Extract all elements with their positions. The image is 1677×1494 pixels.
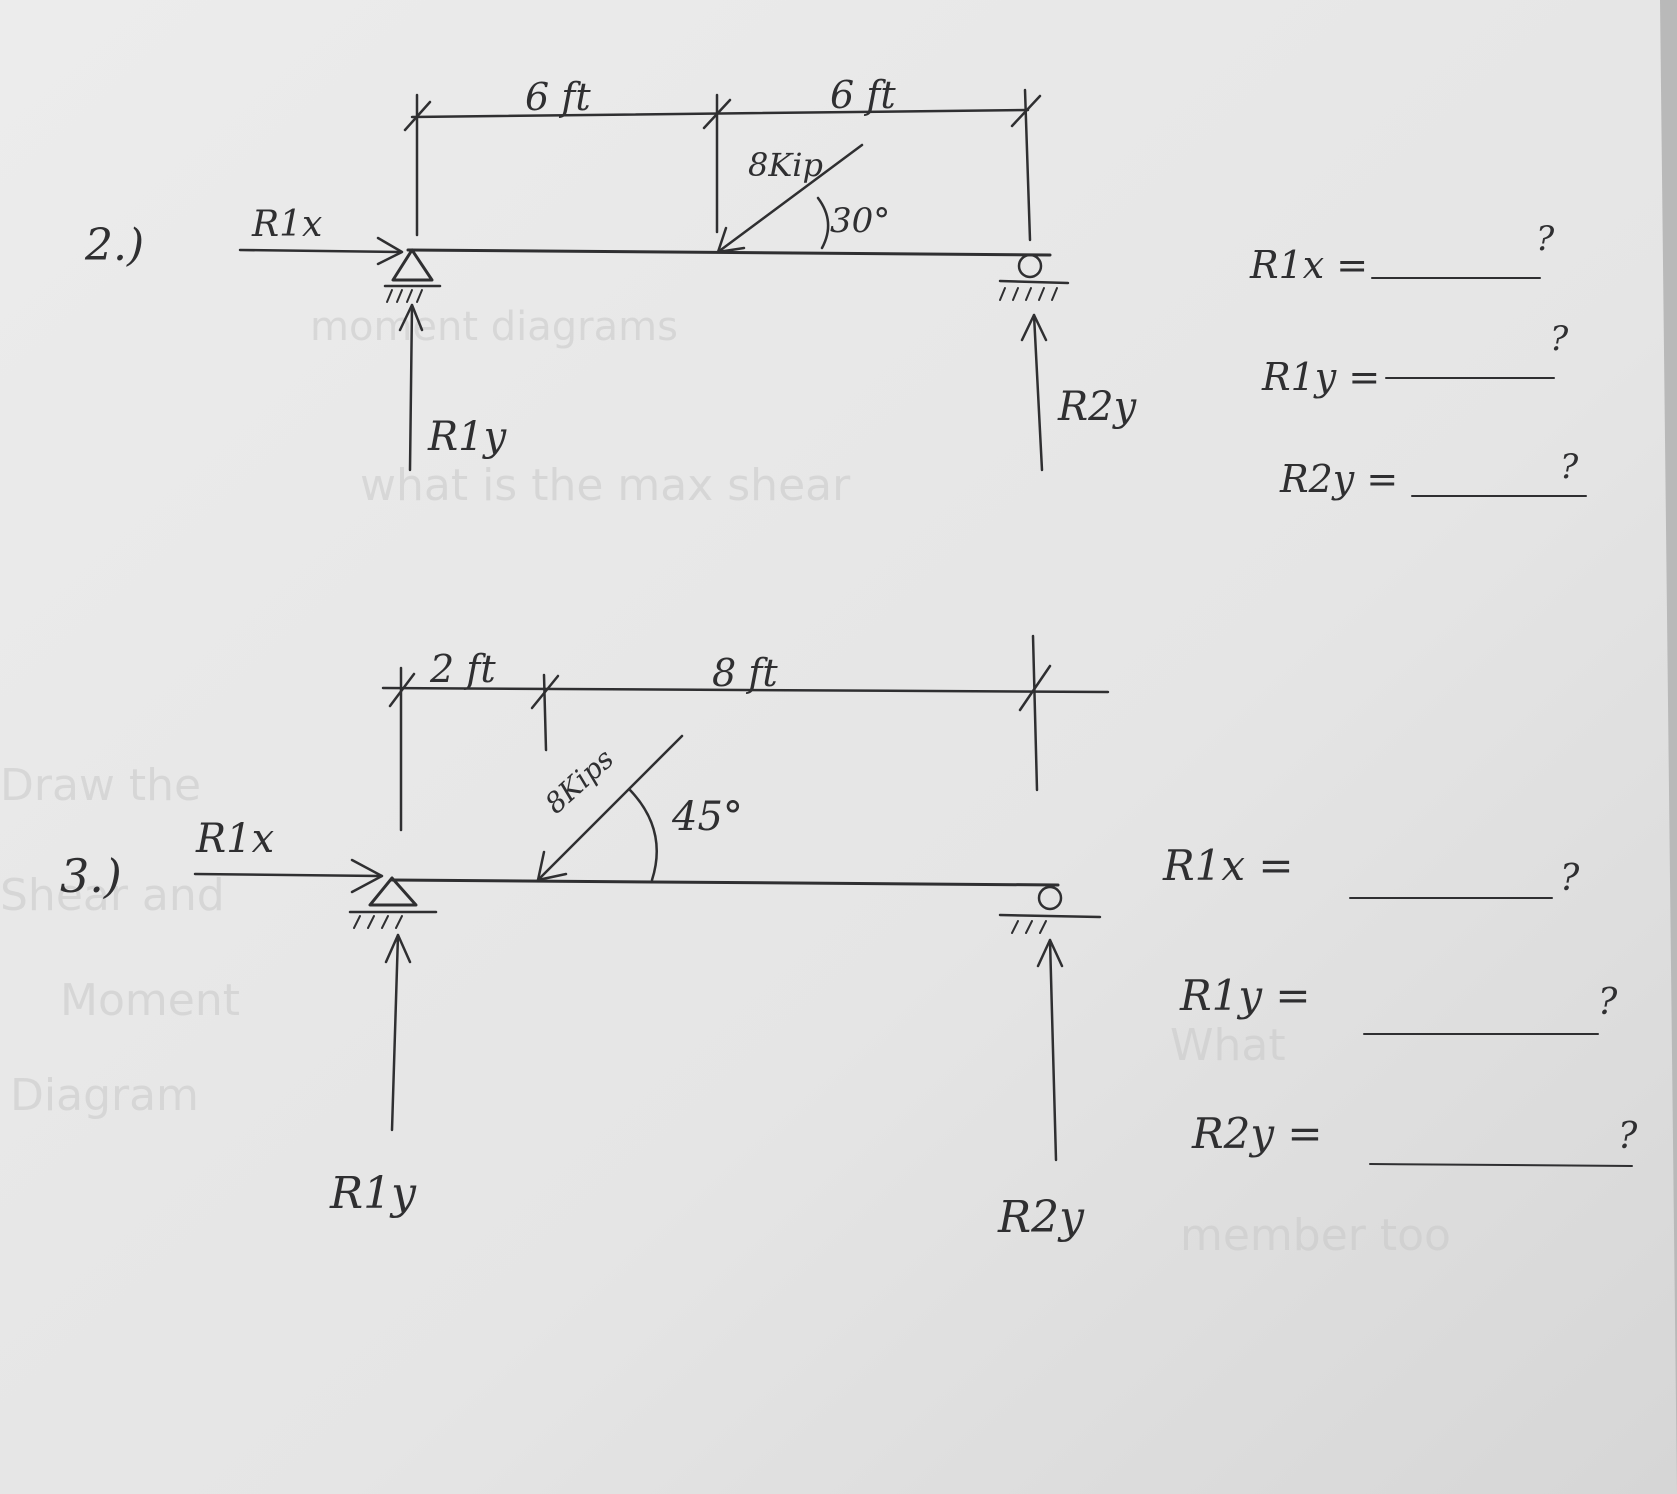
problem-3-r1y-label: R1y — [329, 1168, 417, 1219]
problem-2-answer-r1x-blank: ? — [1536, 219, 1555, 259]
problem-3-roller-support — [998, 885, 1102, 934]
svg-text:Draw the: Draw the — [0, 760, 201, 811]
problem-3-pin-support — [348, 876, 438, 929]
problem-2-answers: R1x = ? R1y = ? R2y = ? — [1249, 219, 1587, 501]
svg-text:What: What — [1170, 1020, 1286, 1071]
problem-3-answer-r2y-label: R2y = — [1191, 1109, 1323, 1158]
problem-3-number: 3.) — [60, 849, 122, 903]
problem-2-load-magnitude: 8Kip — [748, 146, 823, 184]
problem-3-r2y-arrow — [1036, 938, 1064, 1162]
problem-2-answer-r1y-label: R1y = — [1261, 355, 1380, 399]
problem-2-dimension-line — [403, 88, 1042, 242]
problem-2-load-angle: 30° — [830, 201, 890, 241]
problem-3-load-arrow — [536, 734, 684, 882]
problem-3-r1y-arrow — [384, 933, 412, 1132]
problem-2-dim-right: 6 ft — [830, 73, 896, 117]
problem-3-beam — [390, 878, 1060, 887]
svg-text:Shear and: Shear and — [0, 870, 225, 921]
problem-3-answer-r2y-blank-line — [1369, 1163, 1633, 1167]
svg-text:Diagram: Diagram — [10, 1070, 199, 1121]
problem-3-answer-r1y-blank: ? — [1598, 982, 1618, 1023]
problem-2-roller-support — [998, 253, 1070, 301]
problem-3-answer-r2y-blank: ? — [1618, 1116, 1638, 1157]
problem-3-answers: R1x = ? R1y = ? R2y = ? — [1162, 841, 1638, 1167]
problem-3-r1x-label: R1x — [195, 816, 274, 862]
problem-2-pin-support — [383, 248, 442, 303]
problem-3-dim-right: 8 ft — [712, 651, 778, 695]
problem-2-answer-r1y-blank: ? — [1550, 319, 1569, 359]
problem-2-r1y-arrow — [398, 303, 424, 472]
svg-text:moment diagrams: moment diagrams — [310, 304, 678, 350]
problem-2-r2y-label: R2y — [1057, 384, 1138, 430]
svg-text:member too: member too — [1180, 1210, 1451, 1261]
problem-2-dim-left: 6 ft — [525, 75, 591, 119]
problem-2-answer-r1x-label: R1x = — [1249, 243, 1368, 287]
problem-3-dim-left: 2 ft — [429, 647, 496, 691]
problem-2-load-arrow — [716, 143, 864, 254]
problem-3-dimension-line — [381, 634, 1110, 832]
svg-text:what is the max shear: what is the max shear — [360, 460, 851, 511]
problem-2-r2y-arrow — [1020, 313, 1048, 472]
problem-2-r1x-arrow — [238, 236, 404, 266]
problem-2-r1x-label: R1x — [251, 204, 322, 245]
problem-3-answer-r1x-label: R1x = — [1162, 841, 1294, 890]
problem-3-answer-r1x-blank: ? — [1560, 858, 1580, 899]
problem-3-r1x-arrow — [193, 858, 384, 894]
bleed-through: moment diagrams what is the max shear Dr… — [0, 304, 1451, 1261]
problem-2-answer-r2y-label: R2y = — [1279, 457, 1398, 501]
problem-2: 2.) 6 ft 6 ft — [84, 73, 1587, 501]
problem-2-r1y-label: R1y — [427, 414, 508, 460]
problem-3: 3.) 2 ft 8 ft — [60, 634, 1638, 1243]
svg-text:Moment: Moment — [60, 975, 240, 1026]
problem-3-load-angle: 45° — [671, 794, 743, 840]
problem-3-answer-r1y-label: R1y = — [1179, 971, 1311, 1020]
problem-2-number: 2.) — [84, 220, 144, 271]
problem-3-r2y-label: R2y — [997, 1192, 1085, 1243]
problem-2-beam — [406, 248, 1052, 257]
problem-2-answer-r2y-blank: ? — [1560, 447, 1579, 487]
